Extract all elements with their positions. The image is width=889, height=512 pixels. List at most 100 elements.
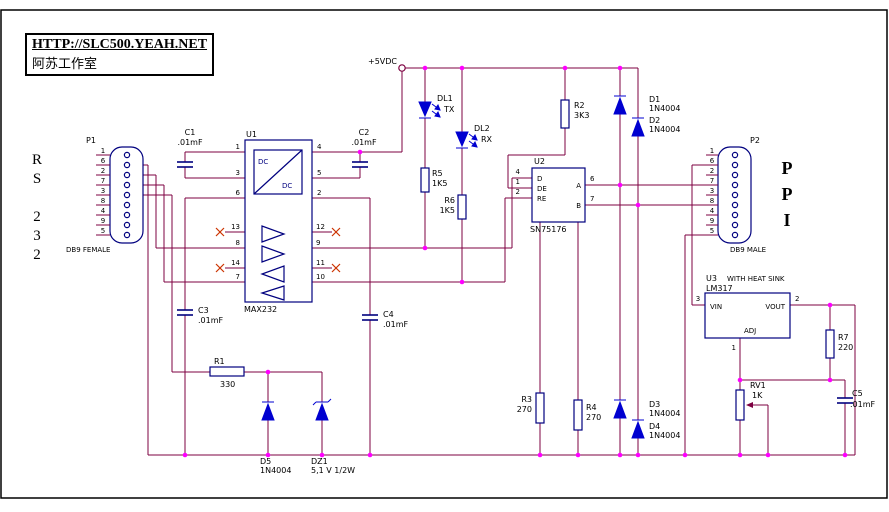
u2-ref: U2 [534,157,545,166]
u3-sig-vout: VOUT [765,303,785,311]
u1-dc-bottom: DC [282,182,292,190]
dl2-ref: DL2 [474,124,490,133]
resistor-r1: R1 330 [209,357,245,389]
dz1-value: 5,1 V 1/2W [311,466,355,475]
u1-pin: 2 [317,189,321,197]
u2-pin: 2 [516,188,520,196]
r3-ref: R3 [521,395,532,404]
p1-pin-number: 4 [101,207,106,215]
u3-pin: 1 [732,344,736,352]
diode-d5: D5 1N4004 [260,401,291,475]
u1-pin: 5 [317,169,321,177]
u2-pin: 7 [590,195,594,203]
u1-ref: U1 [246,130,257,139]
d4-ref: D4 [649,422,660,431]
dl2-signal: RX [481,135,493,144]
capacitor-c2: C2 .01mF [351,128,377,168]
potentiometer-rv1: RV1 1K [735,381,766,421]
u1-pin: 6 [236,189,241,197]
title-url: HTTP://SLC500.YEAH.NET [32,37,208,52]
c2-ref: C2 [359,128,370,137]
diode-d2: D2 1N4004 [631,116,680,137]
led-dl2: DL2 RX [455,124,493,149]
d1-ref: D1 [649,95,660,104]
rv1-ref: RV1 [750,381,766,390]
p2-pin-number: 9 [710,217,714,225]
u1-part: MAX232 [244,305,277,314]
c5-ref: C5 [852,389,863,398]
c3-value: .01mF [198,316,224,325]
p2-pin-number: 5 [710,227,714,235]
u3-part: LM317 [706,284,733,293]
u1-pin: 1 [236,143,240,151]
dl1-signal: TX [443,105,455,114]
c2-value: .01mF [351,138,377,147]
rv1-value: 1K [752,391,763,400]
p2-connector: 1 6 2 7 3 8 4 9 5 P2 DB9 MALE [706,136,766,254]
capacitor-c5: C5 .01mF [837,389,876,409]
u2-part: SN75176 [530,225,567,234]
power-terminal: +5VDC [368,57,406,72]
resistor-r7: R7 220 [825,329,853,359]
no-connect-marks [215,227,341,273]
p1-pin-number: 9 [101,217,105,225]
r1-ref: R1 [214,357,225,366]
c4-ref: C4 [383,310,394,319]
p1-pin-number: 7 [101,177,105,185]
u1-pin: 12 [316,223,325,231]
u1-dc-top: DC [258,158,268,166]
zener-dz1: DZ1 5,1 V 1/2W [311,398,355,475]
p2-type: DB9 MALE [730,246,766,254]
p1-pin-number: 8 [101,197,105,205]
p1-connector: 1 6 2 7 3 8 4 9 5 P1 DB9 FEMALE [66,136,144,254]
u3-lm317: VIN VOUT ADJ 3 2 1 U3 WITH HEAT SINK LM3… [696,274,800,352]
r7-ref: R7 [838,333,849,342]
d4-value: 1N4004 [649,431,680,440]
r7-value: 220 [838,343,853,352]
u3-sig-vin: VIN [710,303,722,311]
u3-pin: 2 [795,295,799,303]
r4-ref: R4 [586,403,597,412]
p1-pin-number: 1 [101,147,105,155]
capacitor-c1: C1 .01mF [177,128,203,168]
p2-pin-number: 1 [710,147,714,155]
p1-type: DB9 FEMALE [66,246,110,254]
dz1-ref: DZ1 [311,457,328,466]
capacitor-c3: C3 .01mF [177,306,224,325]
u1-pin: 10 [316,273,325,281]
u1-pin: 3 [236,169,240,177]
u1-pin: 9 [316,239,320,247]
u2-pin: 1 [516,178,520,186]
p1-pin-number: 5 [101,227,105,235]
c1-value: .01mF [177,138,203,147]
d3-value: 1N4004 [649,409,680,418]
c3-ref: C3 [198,306,209,315]
u3-sig-adj: ADJ [744,327,756,335]
u1-pin: 4 [317,143,322,151]
resistor-r4: R4 270 [573,399,601,431]
title-studio: 阿苏工作室 [32,57,98,72]
dl1-ref: DL1 [437,94,453,103]
c5-value: .01mF [850,400,876,409]
p2-pin-number: 2 [710,167,714,175]
u1-pin: 14 [231,259,240,267]
d1-value: 1N4004 [649,104,680,113]
resistor-r2: R2 3K3 [560,99,589,129]
p2-ref: P2 [750,136,760,145]
p2-pin-number: 8 [710,197,714,205]
resistor-r3: R3 270 [517,392,545,424]
rs232-label: RS 232 [29,152,45,266]
led-dl1: DL1 TX [418,94,455,119]
p1-ref: P1 [86,136,96,145]
resistor-r5: R5 1K5 [420,167,447,193]
u2-sig-de: DE [537,185,547,193]
u3-pin: 3 [696,295,700,303]
capacitor-c4: C4 .01mF [362,310,409,329]
p2-pin-number: 6 [710,157,715,165]
wire-segments [143,67,856,456]
u3-ref: U3 [706,274,717,283]
border-frame [0,9,888,499]
ppi-label: PPI [777,158,797,236]
power-label: +5VDC [368,57,397,66]
